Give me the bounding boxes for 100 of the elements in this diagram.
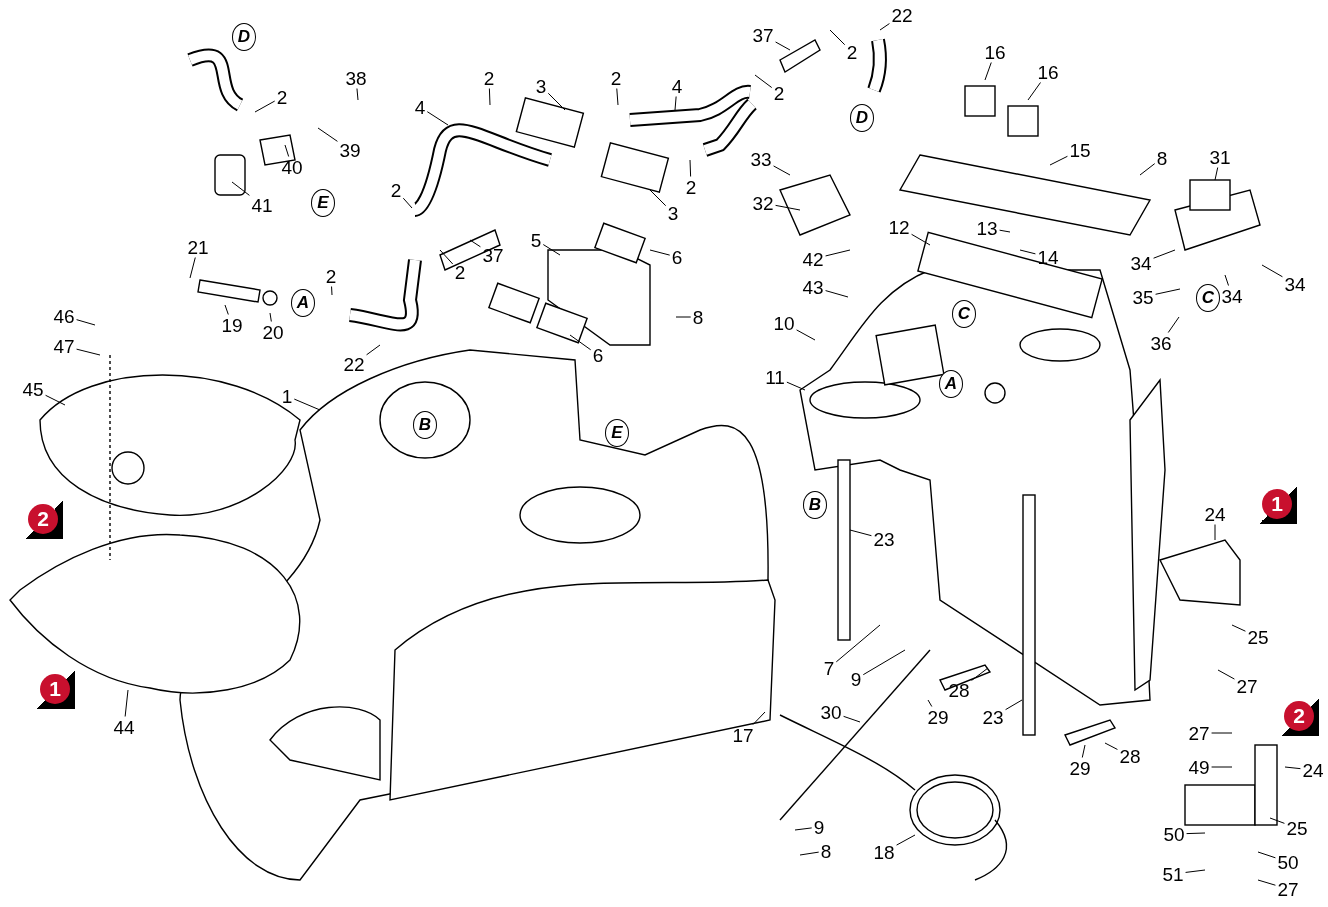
- callout-number: 7: [823, 658, 835, 678]
- leader-line: [674, 96, 677, 111]
- callout-number: 17: [732, 725, 754, 745]
- leader-line: [843, 715, 861, 723]
- callout-number: 16: [1037, 62, 1059, 82]
- leader-line: [1104, 742, 1118, 750]
- leader-line: [1153, 249, 1176, 259]
- callout-number: 8: [692, 307, 704, 327]
- leader-line: [426, 111, 449, 126]
- callout-number: 5: [530, 230, 542, 250]
- callout-number: 2: [390, 180, 402, 200]
- callout-number: 22: [891, 5, 913, 25]
- leader-line: [76, 319, 96, 326]
- callout-number: 2: [685, 177, 697, 197]
- reference-letter: D: [232, 23, 256, 51]
- leader-line: [675, 316, 692, 318]
- reference-letter: A: [291, 289, 315, 317]
- callout-number: 4: [414, 97, 426, 117]
- callout-number: 13: [976, 218, 998, 238]
- view-number-marker: 1: [1262, 489, 1292, 519]
- leader-line: [1269, 817, 1285, 824]
- callout-number: 10: [773, 313, 795, 333]
- leader-line: [649, 189, 667, 207]
- leader-line: [794, 827, 813, 831]
- leader-line: [1155, 288, 1181, 295]
- callout-number: 24: [1302, 760, 1324, 780]
- callout-number: 22: [343, 354, 365, 374]
- callout-number: 4: [671, 76, 683, 96]
- callout-number: 41: [251, 195, 273, 215]
- leader-line: [1231, 624, 1246, 632]
- callout-number: 14: [1037, 247, 1059, 267]
- callout-number: 2: [483, 68, 495, 88]
- leader-line: [331, 286, 333, 296]
- leader-line: [786, 381, 806, 391]
- leader-line: [1167, 316, 1180, 333]
- leader-line: [1049, 155, 1068, 166]
- leader-line: [569, 334, 592, 351]
- leader-line: [773, 165, 791, 176]
- leader-line: [254, 100, 276, 113]
- callout-number: 35: [1132, 287, 1154, 307]
- callout-number: 6: [671, 247, 683, 267]
- callout-number: 34: [1221, 286, 1243, 306]
- callout-number: 37: [482, 245, 504, 265]
- reference-letter: E: [605, 419, 629, 447]
- callout-number: 9: [850, 669, 862, 689]
- leader-line: [825, 249, 851, 257]
- callout-number: 37: [752, 25, 774, 45]
- callout-number: 16: [984, 42, 1006, 62]
- callout-number: 3: [667, 203, 679, 223]
- callout-number: 23: [873, 529, 895, 549]
- callout-number: 6: [592, 345, 604, 365]
- view-number-marker: 2: [28, 504, 58, 534]
- leader-line: [1224, 274, 1229, 286]
- callout-number: 9: [813, 817, 825, 837]
- leader-line: [76, 348, 101, 356]
- callout-number: 28: [1119, 746, 1141, 766]
- callout-number: 28: [948, 680, 970, 700]
- callout-number: 31: [1209, 147, 1231, 167]
- leader-line: [1261, 264, 1283, 278]
- callout-number: 42: [802, 249, 824, 269]
- leader-line: [469, 239, 481, 248]
- leader-line: [1027, 82, 1041, 101]
- leader-line: [1257, 851, 1276, 859]
- reference-letter: B: [803, 491, 827, 519]
- leader-line: [1214, 524, 1216, 541]
- leader-line: [971, 667, 989, 681]
- callout-number: 23: [982, 707, 1004, 727]
- callout-number: 47: [53, 336, 75, 356]
- callout-number: 12: [888, 217, 910, 237]
- callout-number: 2: [276, 87, 288, 107]
- leader-line: [1081, 744, 1086, 758]
- callout-number: 27: [1236, 676, 1258, 696]
- callout-number: 25: [1286, 818, 1308, 838]
- reference-letter: E: [311, 189, 335, 217]
- leader-line: [1211, 732, 1233, 734]
- leader-line: [1284, 766, 1301, 770]
- leader-line: [799, 851, 820, 856]
- leader-line: [984, 62, 992, 81]
- callout-number: 29: [927, 707, 949, 727]
- leader-line: [1214, 167, 1219, 181]
- callout-number: 1: [281, 386, 293, 406]
- leader-line: [189, 257, 196, 279]
- leader-line: [293, 398, 321, 411]
- callout-number: 18: [873, 842, 895, 862]
- leader-line: [896, 834, 916, 846]
- leader-line: [547, 92, 566, 111]
- leader-line: [1211, 766, 1233, 768]
- reference-letter: D: [850, 104, 874, 132]
- callout-number: 44: [113, 717, 135, 737]
- leader-line: [231, 181, 250, 196]
- callout-number: 8: [1156, 148, 1168, 168]
- callout-number: 2: [325, 266, 337, 286]
- leader-line: [825, 290, 849, 298]
- leader-line: [775, 204, 801, 211]
- leader-line: [754, 74, 773, 89]
- leader-line: [366, 344, 381, 356]
- leader-line: [752, 711, 766, 725]
- callout-number: 51: [1162, 864, 1184, 884]
- leader-line: [835, 624, 881, 663]
- leader-line: [862, 649, 906, 676]
